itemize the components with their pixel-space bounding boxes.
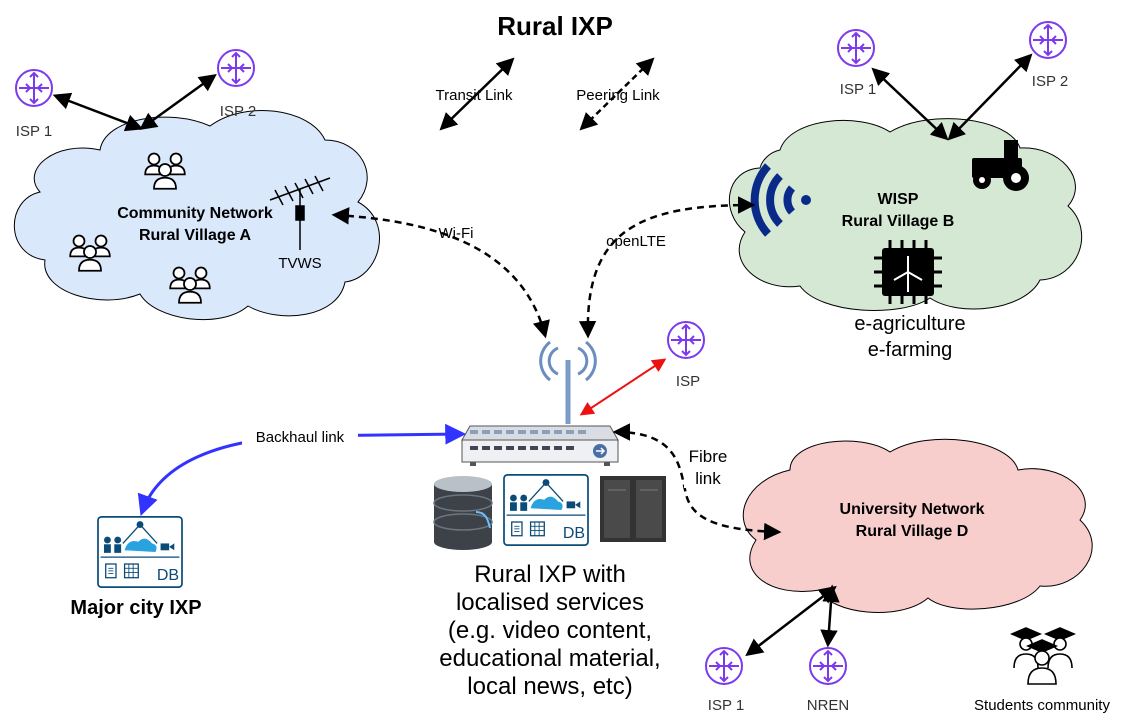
village-b-isp2-router-icon [1029, 21, 1067, 59]
ixp-isp-label: ISP [676, 373, 700, 390]
ixp-isp-link [579, 358, 667, 416]
fibre-label-2: link [695, 469, 721, 488]
major-city-label: Major city IXP [70, 597, 201, 619]
e-farming-label: e-farming [868, 339, 952, 361]
backhaul-label: Backhaul link [256, 429, 345, 446]
village-b-isp1-router-icon [837, 29, 875, 67]
diagram-title: Rural IXP [497, 11, 613, 41]
village-b-isp1-label: ISP 1 [840, 81, 876, 98]
ixp-description-line: local news, etc) [467, 673, 632, 700]
village-b-isp1-link [871, 67, 949, 141]
village-d-nren-label: NREN [807, 697, 850, 714]
village-b-subtitle: Rural Village B [842, 213, 955, 230]
village-a-isp2-label: ISP 2 [220, 103, 256, 120]
village-b-title: WISP [878, 191, 919, 208]
openlte-link [578, 196, 756, 339]
cloud-village-a [13, 110, 380, 321]
ixp-description-line: Rural IXP with [474, 561, 626, 588]
transit-link-legend-label: Transit Link [436, 87, 513, 104]
cloud-village-d [742, 438, 1093, 613]
server-rack-icon [600, 476, 666, 542]
village-a-title: Community Network [117, 205, 273, 222]
students-label: Students community [974, 697, 1110, 714]
ixp-db-label: DB [563, 525, 585, 542]
village-d-title: University Network [840, 501, 985, 518]
village-a-isp1-link [52, 92, 144, 132]
students-icon [1009, 627, 1077, 685]
village-a-isp1-router-icon [15, 69, 53, 107]
transit-link-legend-arrow [439, 57, 515, 131]
village-d-nren-router-icon [809, 647, 847, 685]
openlte-label: openLTE [606, 233, 666, 250]
village-d-nren-link [820, 584, 840, 648]
ixp-description-line: localised services [456, 589, 644, 616]
village-d-isp1-link [745, 585, 837, 657]
smart-chip-icon [874, 240, 942, 304]
fibre-link [612, 423, 782, 541]
peering-link-legend-label: Peering Link [576, 87, 660, 104]
village-d-isp1-label: ISP 1 [708, 697, 744, 714]
village-a-isp1-label: ISP 1 [16, 123, 52, 140]
tvws-label: TVWS [278, 255, 321, 272]
database-icon [433, 476, 493, 550]
village-a-isp2-link [139, 73, 217, 131]
tractor-icon [972, 140, 1029, 191]
fibre-label: Fibre [689, 447, 728, 466]
ixp-description-line: educational material, [439, 645, 660, 672]
wifi-label: Wi-Fi [439, 225, 474, 242]
village-b-isp2-link [947, 53, 1033, 141]
village-d-subtitle: Rural Village D [856, 523, 969, 540]
peering-link-legend-arrow [579, 57, 655, 131]
village-a-isp2-router-icon [217, 49, 255, 87]
major-city-db-label: DB [157, 567, 179, 584]
ixp-isp-router-icon [667, 321, 705, 359]
backhaul-link-curve [137, 434, 301, 516]
ixp-description-line: (e.g. video content, [448, 617, 652, 644]
village-d-isp1-router-icon [705, 647, 743, 685]
e-agriculture-label: e-agriculture [854, 313, 965, 335]
ixp-switch-icon [461, 425, 619, 466]
tvws-antenna-icon [269, 175, 331, 250]
village-a-subtitle: Rural Village A [139, 227, 251, 244]
village-b-isp2-label: ISP 2 [1032, 73, 1068, 90]
